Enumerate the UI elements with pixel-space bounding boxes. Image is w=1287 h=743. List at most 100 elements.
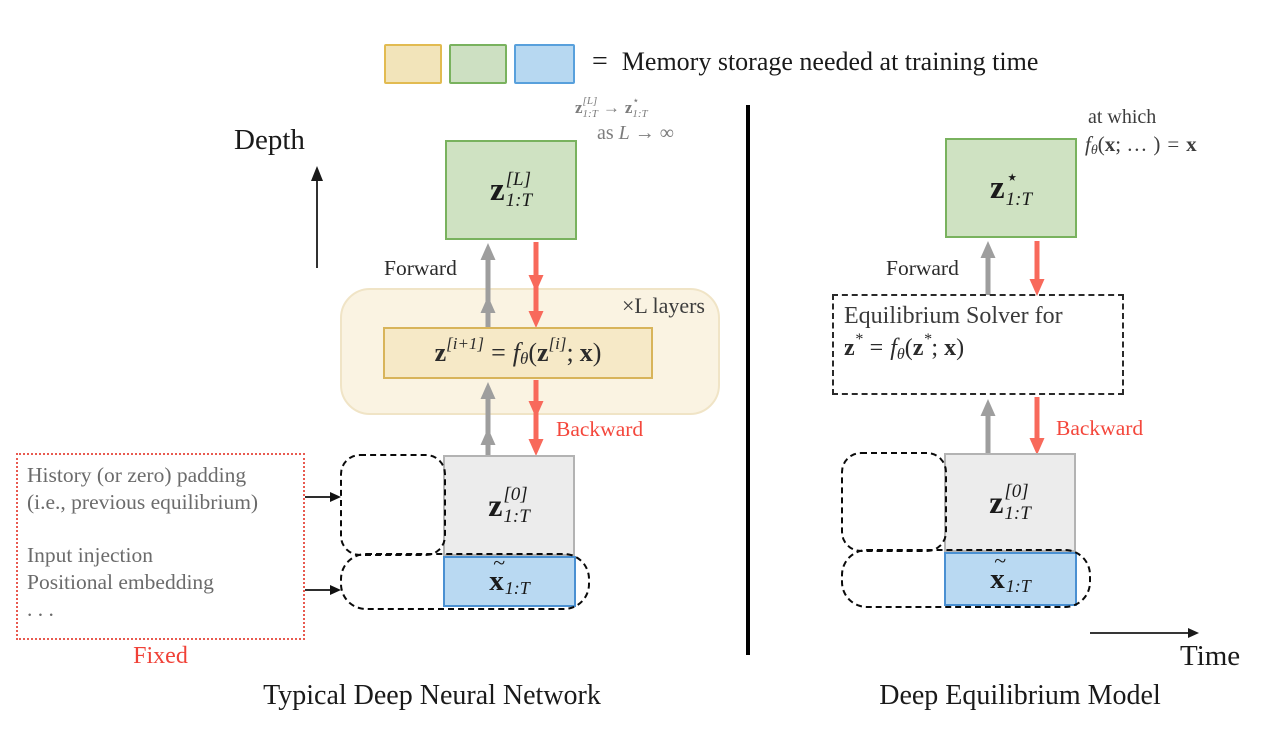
- math-token: (: [1097, 132, 1105, 156]
- history-arrow-top: [305, 492, 341, 502]
- legend-swatch-green: [449, 44, 507, 84]
- math-token: *: [854, 330, 863, 348]
- math-token: θ: [519, 349, 529, 368]
- backward-arrow-top-right: [1029, 241, 1045, 296]
- math-token: x~: [990, 547, 1007, 595]
- history-arrow-bottom: [305, 585, 341, 595]
- right-init-box: z [0] 1:T: [944, 453, 1076, 552]
- math-token: f: [512, 338, 520, 367]
- math-token: z: [537, 338, 549, 367]
- math-token: z: [624, 97, 633, 117]
- math-token: (: [528, 338, 537, 367]
- math-token: [0]: [1004, 481, 1029, 503]
- forward-label-left: Forward: [384, 256, 457, 280]
- math-scripts: ⋆ 1:T: [632, 95, 647, 120]
- math-scripts: [0] 1:T: [1004, 481, 1030, 524]
- left-padding-dashed-region: [340, 454, 446, 556]
- left-input-box: x~ 1:T: [443, 550, 576, 607]
- math-group: z [L] 1:T: [575, 95, 598, 120]
- math-token: L: [618, 122, 630, 145]
- math-token: x: [1186, 132, 1197, 156]
- math-token: z: [434, 338, 447, 367]
- forward-arrow-top-right: [980, 241, 996, 295]
- math-token: z: [489, 171, 505, 208]
- right-output-label: z ⋆ 1:T: [990, 164, 1033, 211]
- math-token: =: [491, 338, 506, 367]
- math-token: ; …: [1115, 132, 1148, 156]
- history-line: (i.e., previous equilibrium): [27, 490, 259, 514]
- convergence-note-line2: as L → ∞: [597, 122, 674, 145]
- legend-caption: = Memory storage needed at training time: [592, 42, 1038, 82]
- math-token: [i]: [548, 334, 567, 353]
- math-scripts: [L] 1:T: [506, 169, 532, 212]
- arrow-glyph: →: [602, 97, 620, 117]
- math-token: x~: [489, 550, 506, 597]
- math-token: f: [890, 335, 897, 361]
- fixedpoint-note-line2: f θ ( x ; … ) = x: [1085, 132, 1197, 158]
- right-input-dashed-region: [841, 549, 1091, 608]
- convergence-note: z [L] 1:T → z ⋆ 1:T as L → ∞: [575, 95, 674, 145]
- math-token: f: [1085, 132, 1091, 156]
- math-token: 1:T: [582, 107, 598, 120]
- math-token: x: [579, 338, 593, 367]
- math-token: z: [488, 487, 503, 523]
- left-caption: Typical Deep Neural Network: [263, 680, 601, 711]
- right-init-label: z [0] 1:T: [989, 481, 1031, 524]
- left-init-box: z [0] 1:T: [443, 455, 575, 556]
- math-scripts: ⋆ 1:T: [1005, 164, 1033, 211]
- forward-label-right: Forward: [886, 256, 959, 280]
- fixed-inputs-box: History (or zero) padding (i.e., previou…: [16, 453, 305, 640]
- math-token: → ∞: [634, 122, 675, 145]
- math-group: z ⋆ 1:T: [625, 95, 648, 120]
- legend-swatch-blue: [514, 44, 575, 84]
- math-token: ;: [566, 338, 574, 367]
- math-token: [i+1]: [446, 334, 485, 353]
- math-token: x: [944, 335, 957, 361]
- time-axis-arrow: [1090, 628, 1199, 638]
- math-token: θ: [896, 345, 905, 363]
- math-scripts: [L] 1:T: [583, 95, 598, 120]
- right-output-box: z ⋆ 1:T: [945, 138, 1077, 238]
- layer-formula: z [i+1] = f θ ( z [i] ; x ): [434, 334, 602, 368]
- backward-label-left: Backward: [556, 417, 644, 441]
- math-token: ⋆: [1005, 164, 1019, 189]
- math-token: 1:T: [1005, 189, 1033, 211]
- equilibrium-solver-box: Equilibrium Solver for z * = f θ ( z * ;…: [832, 294, 1124, 395]
- depth-axis-arrow: [311, 166, 323, 268]
- math-token: [L]: [505, 168, 531, 190]
- right-input-box: x~ 1:T: [944, 547, 1077, 606]
- left-output-label: z [L] 1:T: [490, 169, 532, 212]
- backward-label-right: Backward: [1056, 416, 1144, 440]
- math-token: [L]: [582, 95, 598, 107]
- solver-equation: z * = f θ ( z * ; x ): [844, 331, 1122, 363]
- tilde-accent: ~: [994, 547, 1007, 573]
- math-token: x: [1104, 132, 1116, 156]
- math-token: 1:T: [632, 107, 648, 120]
- math-token: 1:T: [504, 578, 530, 598]
- math-token: ): [592, 338, 602, 367]
- legend-equals-sign: =: [592, 46, 608, 77]
- legend-label: Memory storage needed at training time: [621, 47, 1039, 76]
- fixedpoint-note-line1: at which: [1088, 106, 1157, 128]
- math-token: ): [1153, 132, 1161, 156]
- history-line: Input injection: [27, 543, 153, 567]
- fixedpoint-note: at which f θ ( x ; … ) = x: [1085, 106, 1197, 158]
- math-scripts: [0] 1:T: [503, 484, 529, 527]
- math-token: =: [1167, 132, 1180, 156]
- math-token: z: [575, 97, 583, 117]
- convergence-note-line1: z [L] 1:T → z ⋆ 1:T: [575, 95, 674, 120]
- math-token: ×L layers: [621, 293, 705, 318]
- left-input-label: x~ 1:T: [489, 550, 530, 599]
- layer-formula-box: z [i+1] = f θ ( z [i] ; x ): [383, 327, 653, 379]
- depth-axis-label: Depth: [234, 124, 305, 156]
- math-token: ⋆: [632, 95, 640, 107]
- tilde-accent: ~: [493, 550, 506, 575]
- left-init-label: z [0] 1:T: [488, 484, 530, 527]
- math-token: 1:T: [505, 190, 533, 211]
- math-token: 1:T: [1005, 575, 1031, 596]
- math-token: as: [597, 122, 614, 145]
- math-token: 1:T: [1004, 502, 1031, 524]
- math-token: z: [989, 484, 1004, 520]
- math-token: =: [869, 335, 884, 361]
- math-token: θ: [1090, 142, 1098, 158]
